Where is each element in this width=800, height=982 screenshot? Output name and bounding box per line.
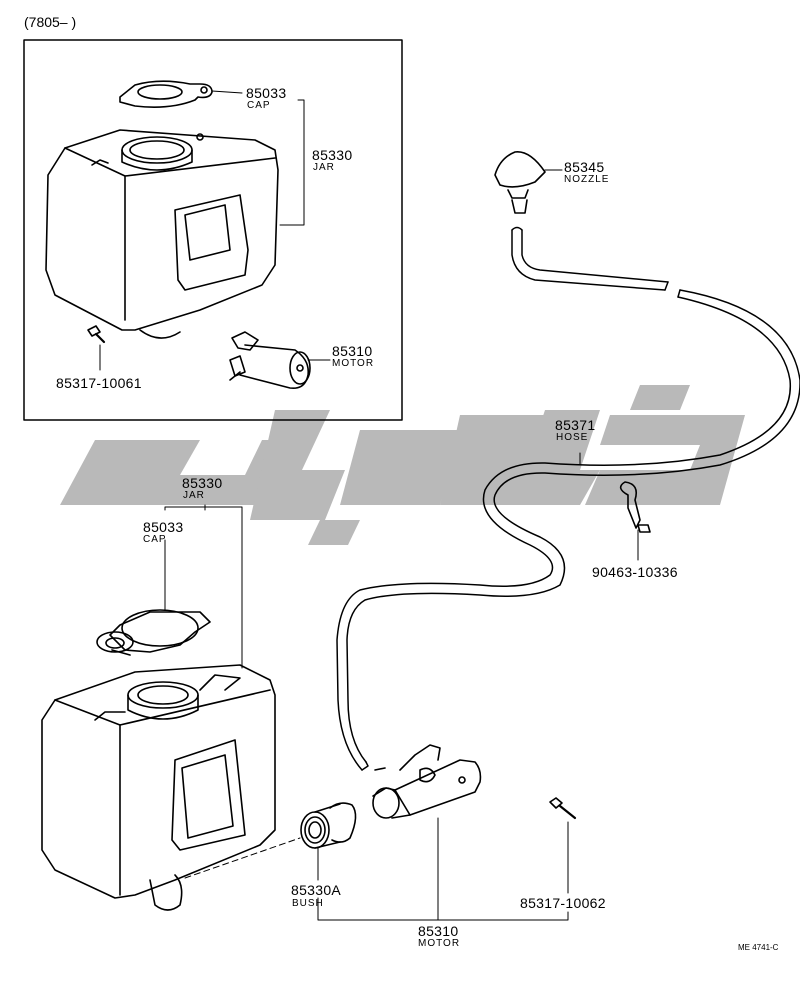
nozzle-drawing <box>494 151 546 214</box>
part-number-cap-bottom: 85033 <box>143 519 184 535</box>
part-number-jar-bottom: 85330 <box>182 475 223 491</box>
part-name-motor-top: MOTOR <box>332 358 375 369</box>
part-name-bush: BUSH <box>292 898 324 909</box>
cap-bottom-drawing <box>96 609 211 656</box>
part-name-nozzle: NOZZLE <box>564 174 610 185</box>
cap-top-drawing <box>119 80 213 108</box>
part-name-cap-bottom: CAP <box>143 534 167 545</box>
part-number-hose: 85371 <box>555 417 596 433</box>
part-number-nozzle: 85345 <box>564 159 605 175</box>
inset-frame <box>23 39 403 421</box>
diagram-code: ME 4741-C <box>738 943 779 952</box>
screw-bottom-drawing <box>549 797 577 820</box>
part-name-cap-top: CAP <box>247 100 271 111</box>
jar-bottom-drawing <box>41 664 276 911</box>
part-name-jar-bottom: JAR <box>183 490 205 501</box>
bush-drawing <box>300 802 357 849</box>
clamp-drawing <box>619 481 651 533</box>
part-number-motor-top: 85310 <box>332 343 373 359</box>
part-name-jar-top: JAR <box>313 162 335 173</box>
part-number-bush: 85330A <box>291 882 342 898</box>
screw-top-drawing <box>87 325 106 344</box>
part-number-motor-bottom: 85310 <box>418 923 459 939</box>
part-number-cap-top: 85033 <box>246 85 287 101</box>
hose-drawing <box>336 226 800 771</box>
motor-bottom-drawing <box>372 744 482 819</box>
motor-top-drawing <box>229 331 311 390</box>
part-name-motor-bottom: MOTOR <box>418 938 461 949</box>
part-number-jar-top: 85330 <box>312 147 353 163</box>
part-number-screw-bottom: 85317-10062 <box>520 895 606 911</box>
part-number-clamp: 90463-10336 <box>592 564 678 580</box>
part-name-hose: HOSE <box>556 432 589 443</box>
jar-top-drawing <box>45 129 279 339</box>
part-number-screw-top: 85317-10061 <box>56 375 142 391</box>
effective-date-range: (7805– ) <box>24 14 77 30</box>
